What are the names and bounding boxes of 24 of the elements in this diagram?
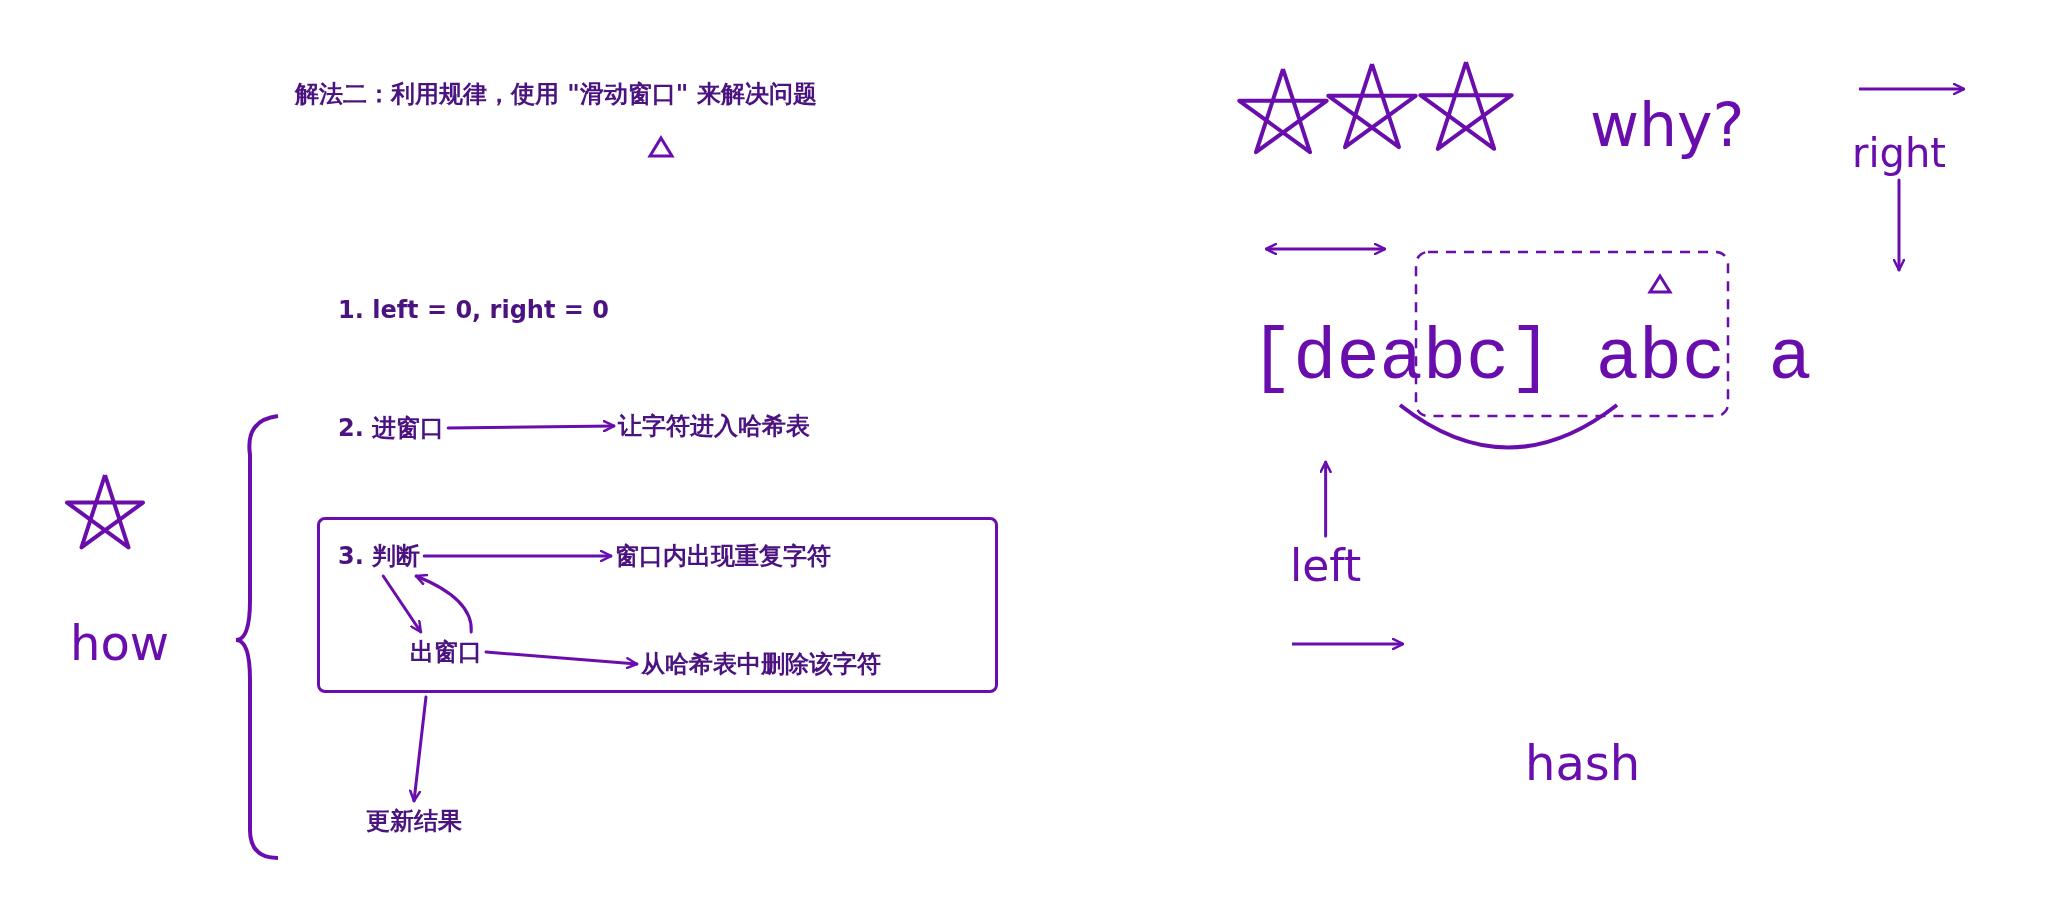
arrow <box>408 695 428 803</box>
handwritten-note: how <box>70 615 170 671</box>
step-text: 出窗口 <box>410 636 482 668</box>
arrow <box>1892 178 1906 272</box>
arrow <box>414 574 473 634</box>
step-text: 从哈希表中删除该字符 <box>641 648 881 680</box>
arrow <box>422 549 613 563</box>
arrow <box>381 574 423 634</box>
arrow <box>446 419 616 433</box>
handwritten-note: hash <box>1525 735 1641 791</box>
step-text: 更新结果 <box>366 805 462 837</box>
arrow <box>484 650 639 670</box>
loop-box <box>317 517 998 693</box>
character-string: [deabc] abc a <box>1250 318 1812 400</box>
title: 解法二：利用规律，使用 "滑动窗口" 来解决问题 <box>295 79 817 110</box>
arrow <box>1319 460 1332 538</box>
step-text: 1. left = 0, right = 0 <box>338 296 609 324</box>
handwritten-note: why? <box>1590 90 1745 160</box>
step-text: 让字符进入哈希表 <box>618 410 810 442</box>
step-text: 2. 进窗口 <box>338 412 445 444</box>
step-text: 窗口内出现重复字符 <box>615 540 831 572</box>
pointer-label: right <box>1852 130 1946 176</box>
step-text: 3. 判断 <box>338 540 421 572</box>
pointer-label: left <box>1290 540 1362 591</box>
